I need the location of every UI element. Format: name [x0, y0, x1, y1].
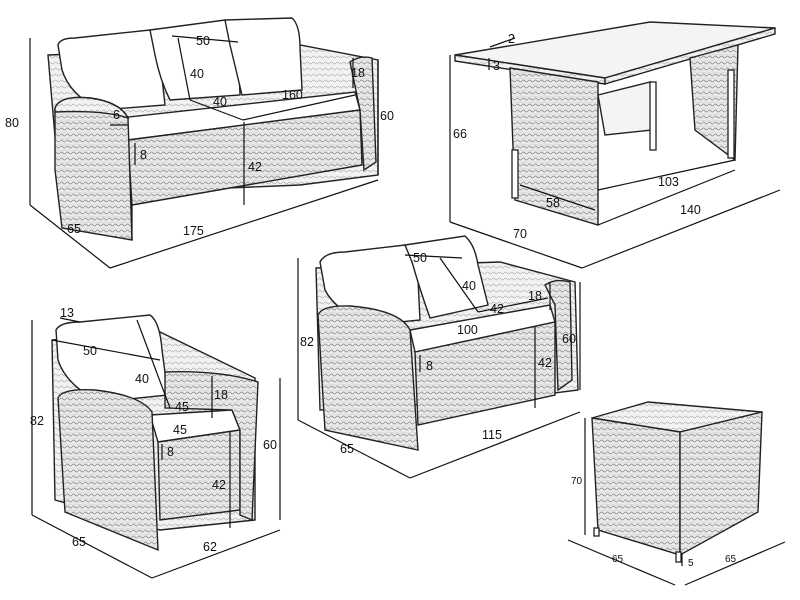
- loveseat-seat-front: [414, 321, 556, 426]
- sofa3-dim-line: [171, 35, 239, 43]
- sofa3-dim-line: [242, 94, 356, 121]
- sofa3-dim-label: 6: [113, 108, 120, 122]
- chair-dim-label: 62: [203, 540, 217, 554]
- chair-right-arm: [164, 371, 259, 522]
- loveseat-dim-label: 8: [426, 359, 433, 373]
- sofa3-dim-line: [29, 204, 111, 269]
- sofa3-dim-label: 40: [213, 95, 227, 109]
- chair-dim-label: 50: [83, 344, 97, 358]
- side-table-dim-label: 65: [612, 554, 624, 565]
- side-table-dim-label: 5: [688, 558, 694, 569]
- chair-dim-line: [136, 319, 171, 409]
- sofa3-left-arm: [54, 96, 133, 241]
- side-table-leg: [593, 527, 600, 537]
- dining-table: 2 3 66 103 58 70 140: [449, 21, 781, 269]
- armchair: 13 50 40 18 45 45 82 60 8 42 65 62: [30, 306, 281, 579]
- sofa3-dim-label: 160: [282, 88, 303, 102]
- chair-dim-label: 82: [30, 414, 44, 428]
- loveseat-dim-line: [439, 257, 479, 313]
- chair-dim-line: [151, 529, 281, 579]
- chair-dim-label: 65: [72, 535, 86, 549]
- loveseat-dim-label: 82: [300, 335, 314, 349]
- loveseat-dim-label: 65: [340, 442, 354, 456]
- loveseat: 50 40 42 18 100 82 60 8 42 65 115: [297, 235, 581, 479]
- sofa3-dim-line: [109, 179, 379, 269]
- table-dim-line: [489, 37, 516, 48]
- sofa3-dim-label: 80: [5, 116, 19, 130]
- side-table-dim-label: 65: [725, 554, 737, 565]
- loveseat-dim-label: 18: [528, 289, 542, 303]
- table-dim-label: 3: [493, 59, 500, 73]
- side-table-leg: [675, 551, 682, 563]
- table-dim-label: 70: [513, 227, 527, 241]
- loveseat-dim-label: 60: [562, 332, 576, 346]
- table-dim-line: [519, 184, 596, 211]
- chair-dim-line: [51, 339, 161, 361]
- sofa3-dim-label: 40: [190, 67, 204, 81]
- side-table-front: [591, 417, 681, 556]
- chair-seat-front: [157, 429, 241, 521]
- loveseat-dim-line: [297, 419, 411, 479]
- sofa3-left-arm-top: [54, 96, 130, 120]
- loveseat-left-arm: [317, 305, 419, 451]
- loveseat-dim-label: 115: [482, 428, 502, 442]
- chair-dim-label: 45: [173, 423, 187, 437]
- table-shelf: [597, 81, 653, 136]
- table-dim-label: 2: [508, 32, 515, 46]
- sofa3-dim-label: 50: [196, 34, 210, 48]
- loveseat-right-arm: [544, 279, 573, 392]
- table-dim-label: 66: [453, 127, 467, 141]
- sofa3-dim-label: 175: [183, 224, 204, 238]
- chair-back-cushion: [55, 314, 169, 403]
- loveseat-dim-label: 42: [490, 302, 504, 316]
- sofa3-dim-label: 8: [140, 148, 147, 162]
- table-dim-label: 58: [546, 196, 560, 210]
- side-table-right: [679, 411, 763, 557]
- table-dim-line: [581, 189, 781, 269]
- table-dim-line: [597, 169, 736, 226]
- loveseat-dim-line: [404, 254, 463, 259]
- table-leg: [511, 149, 519, 199]
- chair-dim-label: 60: [263, 438, 277, 452]
- sofa3-dim-line: [177, 37, 191, 101]
- side-table-dim-label: 70: [571, 476, 583, 487]
- chair-dim-label: 40: [135, 372, 149, 386]
- side-table: 70 65 5 65: [567, 401, 786, 586]
- table-dim-label: 103: [658, 175, 679, 189]
- three-seat-sofa: 50 40 40 160 18 80 60 6 8 42 65 175: [5, 17, 394, 269]
- sofa3-back-cushion: [224, 17, 303, 96]
- table-dim-line: [597, 159, 736, 191]
- chair-dim-line: [59, 317, 81, 323]
- chair-dim-label: 13: [60, 306, 74, 320]
- chair-dim-label: 18: [214, 388, 228, 402]
- sofa3-dim-line: [189, 99, 244, 121]
- chair-dim-line: [31, 514, 153, 579]
- table-leg: [649, 81, 657, 151]
- loveseat-dim-line: [477, 297, 549, 313]
- table-top-edge: [604, 27, 776, 85]
- loveseat-dim-label: 50: [413, 251, 427, 265]
- loveseat-dim-label: 100: [457, 323, 478, 337]
- sofa3-dim-label: 65: [67, 222, 81, 236]
- chair-dim-label: 45: [175, 400, 189, 414]
- chair-dim-label: 42: [212, 478, 226, 492]
- sofa3-dim-label: 18: [351, 66, 365, 80]
- sofa3-dim-label: 60: [380, 109, 394, 123]
- side-table-dim-line: [567, 539, 676, 586]
- chair-left-arm: [57, 388, 159, 552]
- loveseat-dim-line: [409, 411, 581, 479]
- loveseat-dim-label: 40: [462, 279, 476, 293]
- table-leg: [727, 69, 735, 159]
- table-dim-line: [449, 221, 583, 269]
- sofa3-dim-label: 42: [248, 160, 262, 174]
- loveseat-dim-label: 42: [538, 356, 552, 370]
- chair-dim-label: 8: [167, 445, 174, 459]
- table-dim-label: 140: [680, 203, 701, 217]
- side-table-dim-line: [684, 541, 786, 586]
